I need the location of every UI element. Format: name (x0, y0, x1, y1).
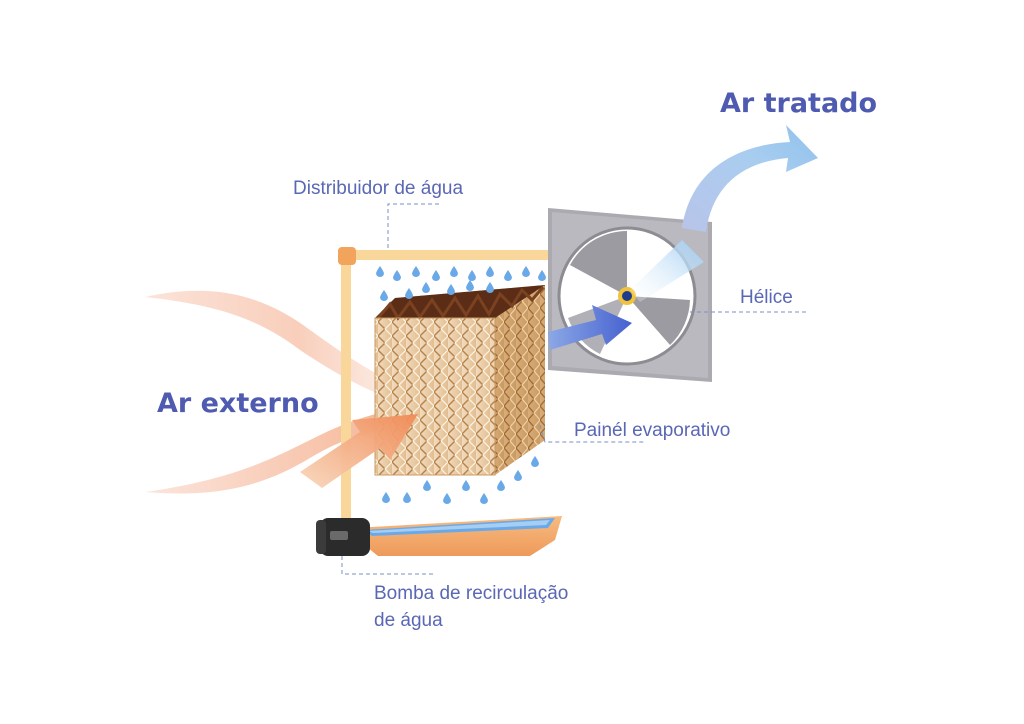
pump-label-line2: de água (374, 610, 443, 631)
pipe-elbow-left (338, 247, 356, 265)
evaporative-panel-label: Painél evaporativo (574, 420, 731, 441)
external-air-label: Ar externo (157, 388, 319, 419)
propeller-label: Hélice (740, 287, 793, 308)
evaporative-pad (374, 285, 545, 476)
external-air-stream-top (145, 290, 400, 400)
water-tray (355, 516, 562, 556)
treated-air-label: Ar tratado (720, 88, 878, 119)
water-distributor-label: Distribuidor de água (293, 178, 464, 199)
leader-bomba (341, 556, 436, 575)
pad-top (375, 285, 545, 318)
internal-air-arrow (548, 305, 632, 350)
recirculation-pump (316, 518, 370, 556)
leader-painel (539, 424, 646, 443)
fan-unit (548, 208, 712, 382)
leader-distributor (387, 203, 442, 248)
fan-air-beam (630, 240, 704, 302)
pump-label-line1: Bomba de recirculação (374, 583, 569, 604)
treated-air-stream (682, 125, 818, 232)
external-air-stream-bottom (145, 410, 398, 494)
external-air-arrow (300, 414, 418, 488)
leader-lines (341, 203, 808, 575)
